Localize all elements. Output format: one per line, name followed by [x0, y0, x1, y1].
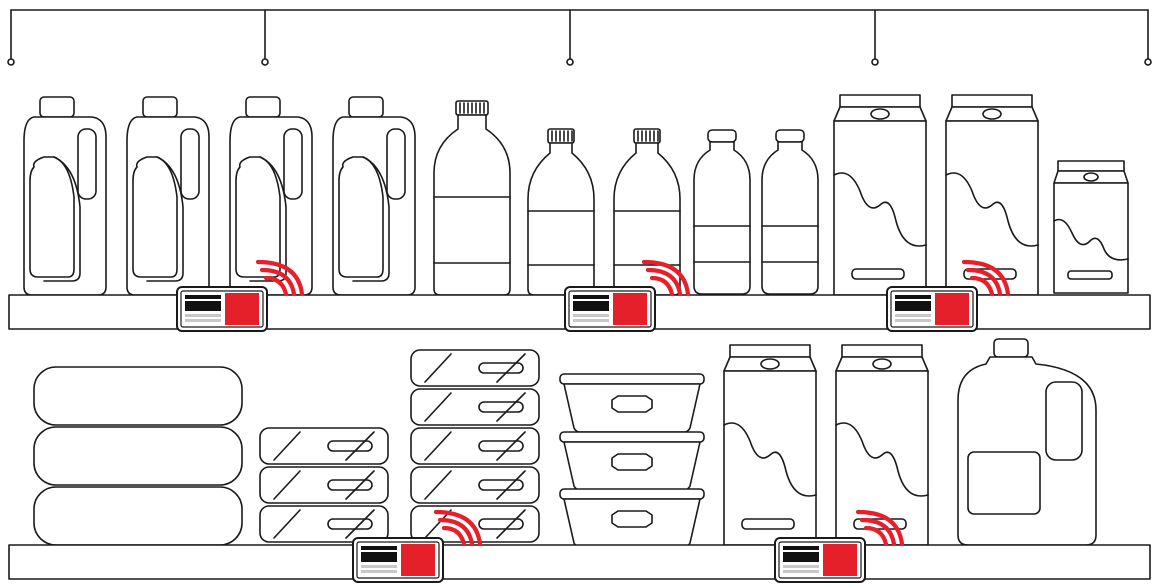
milk-carton [724, 345, 816, 545]
bottom-shelf [9, 545, 1150, 579]
medium-bottle [528, 129, 594, 295]
detergent-jug [24, 97, 106, 295]
electronic-shelf-label-icon [353, 538, 443, 582]
packaged-bag [34, 487, 242, 545]
food-tray [411, 506, 539, 542]
large-jug [958, 339, 1096, 545]
food-tray [260, 428, 388, 464]
milk-carton [834, 95, 926, 295]
food-tray [411, 428, 539, 464]
food-tray [411, 467, 539, 503]
electronic-shelf-label-icon [775, 538, 865, 582]
ceiling-rail [8, 10, 1151, 65]
electronic-shelf-label-icon [565, 287, 655, 331]
food-tray [411, 389, 539, 425]
small-bottle [762, 130, 818, 294]
bottom-shelf-products [34, 339, 1096, 547]
milk-carton [946, 95, 1038, 295]
small-bottle [694, 130, 750, 294]
plastic-tub [560, 489, 704, 547]
detergent-jug [333, 97, 415, 295]
electronic-shelf-label-icon [177, 287, 267, 331]
electronic-shelf-label-icon [887, 287, 977, 331]
food-tray [260, 467, 388, 503]
tall-bottle [434, 101, 510, 295]
plastic-tub [560, 432, 704, 490]
packaged-bag [34, 427, 242, 485]
packaged-bag [34, 367, 242, 425]
detergent-jug [230, 97, 312, 295]
food-tray [260, 506, 388, 542]
food-tray [411, 350, 539, 386]
detergent-jug [127, 97, 209, 295]
small-carton [1054, 161, 1128, 293]
plastic-tub [560, 374, 704, 432]
top-shelf-products [24, 95, 1128, 295]
